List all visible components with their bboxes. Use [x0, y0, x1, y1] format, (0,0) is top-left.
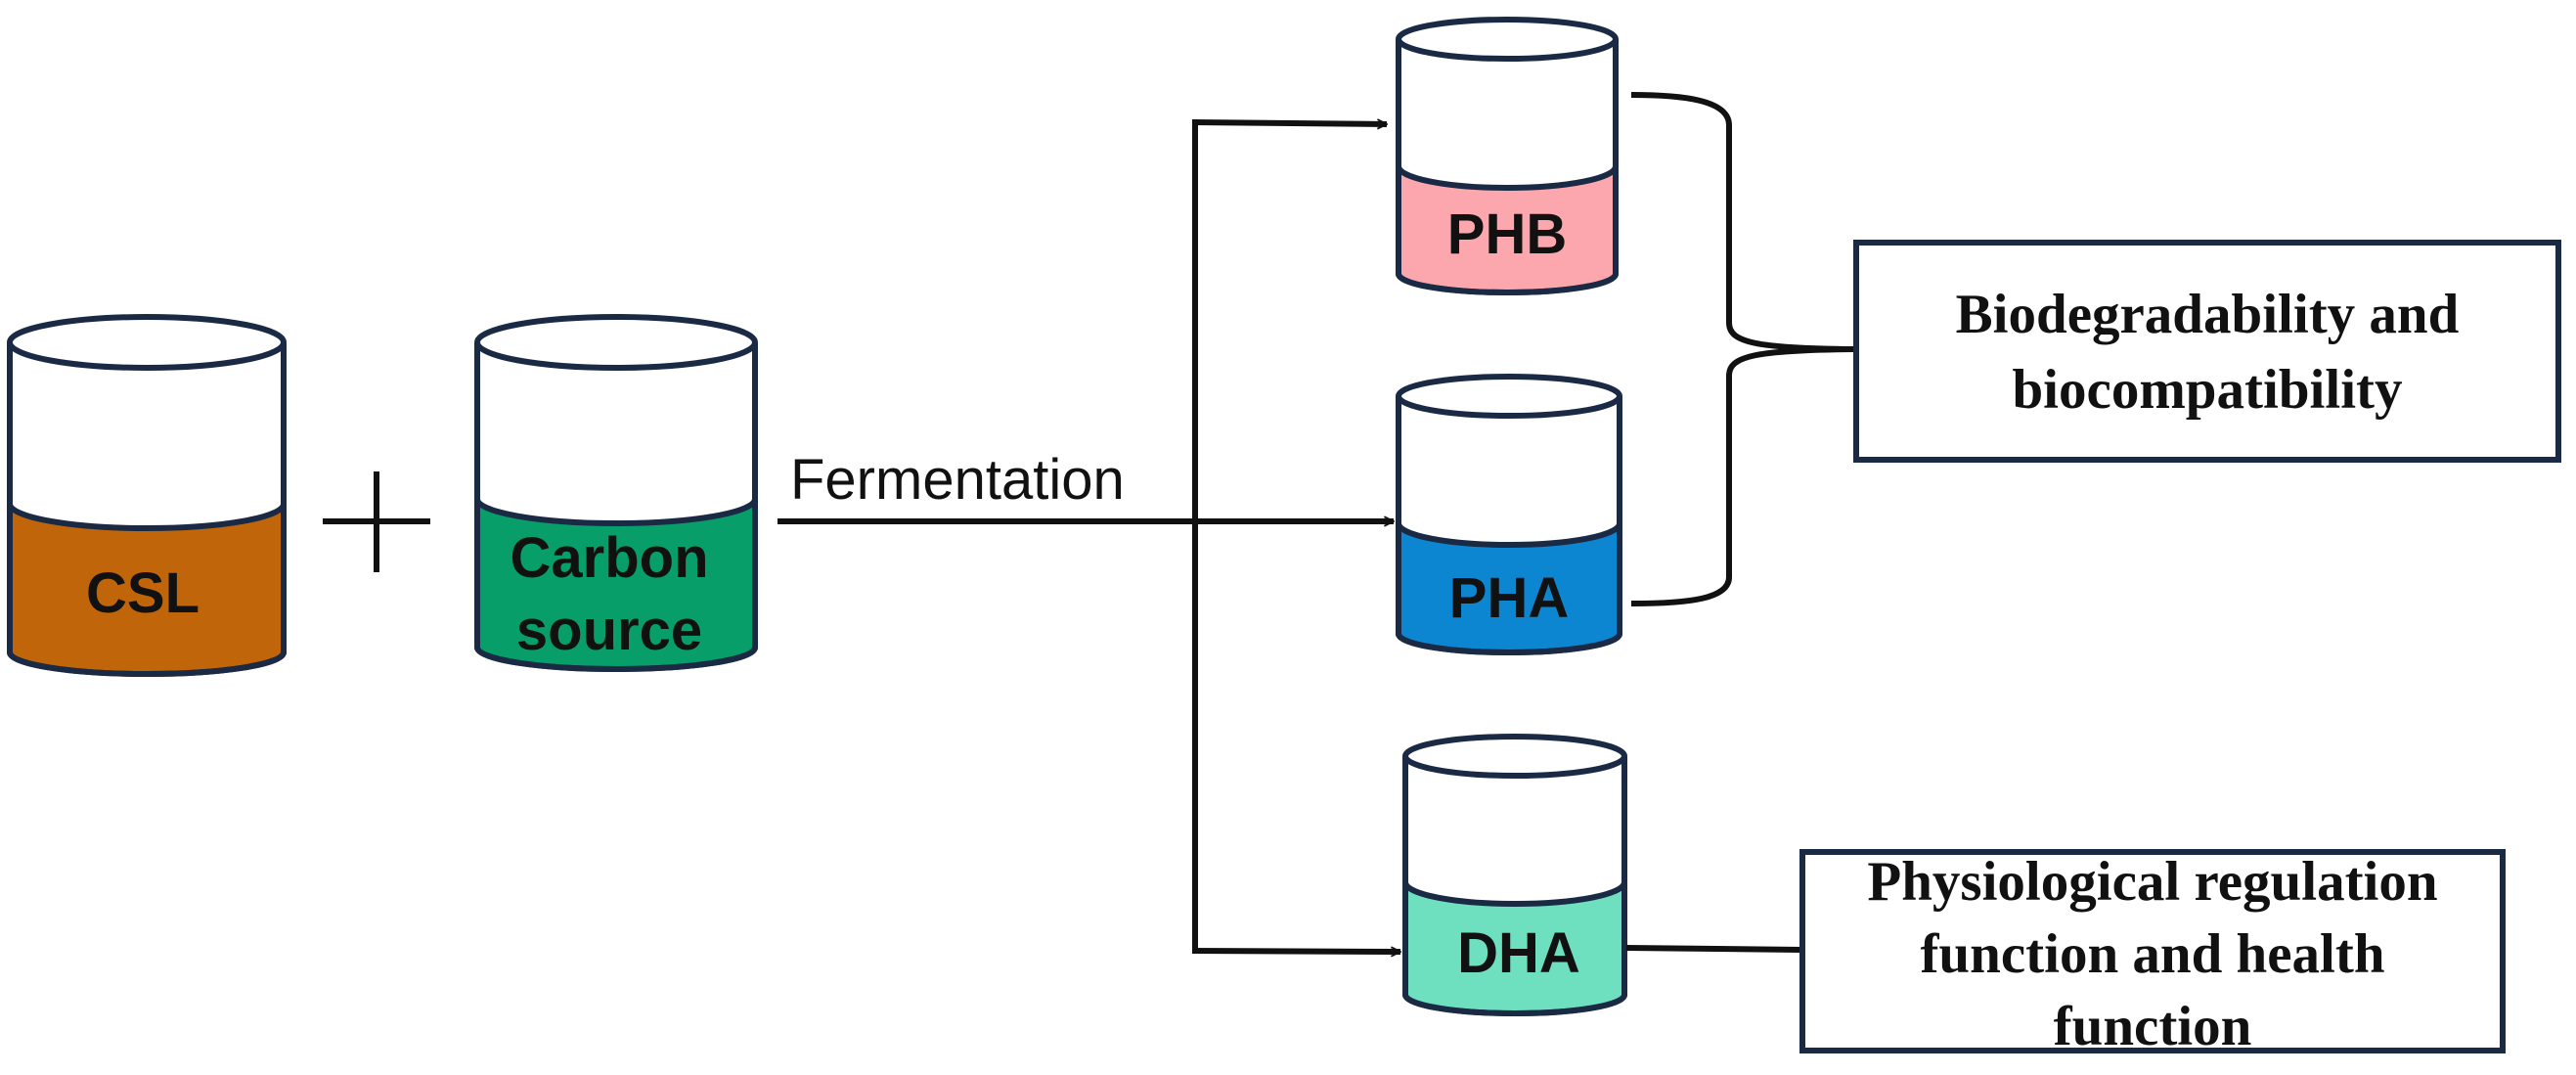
fermentation-label: Fermentation — [790, 448, 1125, 512]
pha-cylinder: PHA — [1396, 374, 1622, 655]
arrow-to-phb — [1191, 122, 1387, 124]
grouping-brace — [1630, 92, 1854, 606]
pha-label: PHA — [1449, 566, 1569, 630]
carbon-source-cylinder: Carbon source — [474, 314, 758, 672]
csl-rim — [7, 314, 287, 371]
csl-cylinder: CSL — [7, 314, 287, 677]
csl-label: CSL — [86, 561, 200, 625]
pha-body — [1396, 396, 1622, 655]
physiological-text-line1: Physiological regulation — [1867, 851, 2437, 913]
biodegradability-text-line2: biocompatibility — [2012, 359, 2402, 421]
dha-cylinder: DHA — [1402, 734, 1627, 1016]
carbon-source-body — [474, 342, 758, 672]
phb-label: PHB — [1447, 202, 1567, 266]
physiological-text-line3: function — [2054, 996, 2252, 1057]
dha-connector — [1625, 945, 1803, 953]
pha-rim — [1396, 374, 1622, 419]
plus-icon — [323, 471, 430, 572]
phb-rim — [1396, 17, 1619, 62]
dha-label: DHA — [1457, 921, 1580, 985]
csl-body — [7, 342, 287, 677]
phb-cylinder: PHB — [1396, 17, 1619, 295]
carbon-source-label-line1: Carbon — [511, 526, 709, 590]
physiological-text-line2: function and health — [1920, 923, 2384, 985]
biodegradability-text-line1: Biodegradability and — [1956, 284, 2460, 345]
phb-body — [1396, 39, 1619, 295]
biodegradability-box: Biodegradability and biocompatibility — [1853, 240, 2561, 463]
physiological-box: Physiological regulation function and he… — [1799, 849, 2506, 1057]
dha-body — [1402, 756, 1627, 1016]
carbon-source-label-line2: source — [516, 599, 702, 662]
arrow-to-dha — [1191, 951, 1400, 952]
dha-rim — [1402, 734, 1627, 779]
carbon-source-rim — [474, 314, 758, 371]
